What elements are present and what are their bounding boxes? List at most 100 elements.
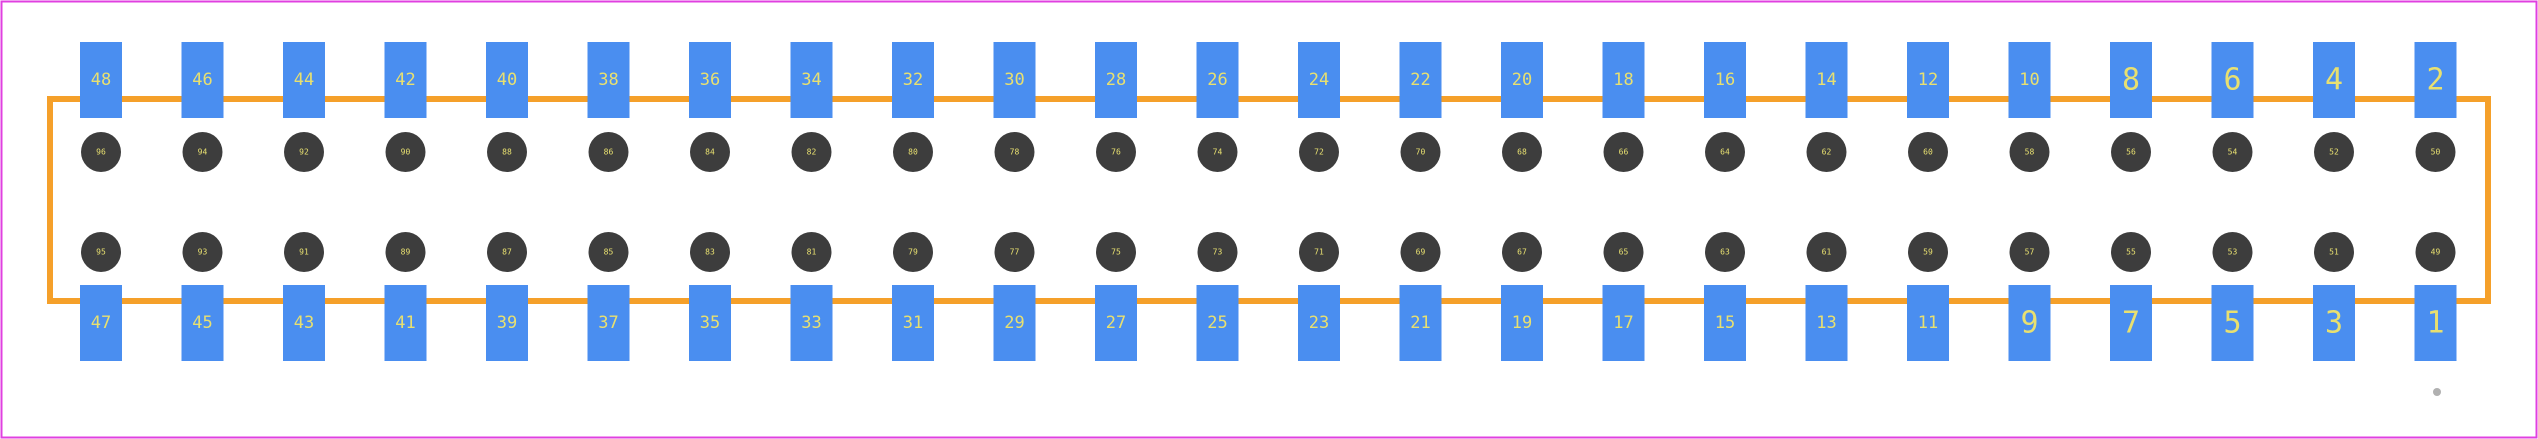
pin1-marker — [2433, 388, 2441, 396]
hole-label: 68 — [1517, 148, 1527, 157]
pad-label: 48 — [91, 70, 111, 90]
hole-61: 61 — [1806, 232, 1847, 272]
pad-22: 22 — [1399, 42, 1442, 118]
pad-rect — [2414, 285, 2457, 361]
hole-circle — [182, 232, 223, 272]
hole-label: 52 — [2329, 148, 2339, 157]
pad-9: 9 — [2008, 285, 2051, 361]
pad-rect — [384, 285, 427, 361]
pad-5: 5 — [2211, 285, 2254, 361]
pad-18: 18 — [1602, 42, 1645, 118]
pad-label: 47 — [91, 313, 111, 333]
hole-label: 85 — [604, 248, 614, 257]
pad-rect — [1399, 42, 1442, 118]
hole-label: 89 — [401, 248, 411, 257]
hole-circle — [1908, 232, 1948, 272]
pad-label: 1 — [2426, 306, 2444, 341]
hole-circle — [1096, 232, 1136, 272]
hole-circle — [487, 232, 527, 272]
pad-label: 21 — [1410, 313, 1430, 333]
hole-circle — [2111, 132, 2151, 172]
pad-rect — [1704, 285, 1746, 361]
hole-circle — [2111, 232, 2151, 272]
hole-94: 94 — [182, 132, 223, 172]
pad-rect — [1501, 285, 1543, 361]
pad-30: 30 — [993, 42, 1036, 118]
pad-rect — [1095, 285, 1137, 361]
pad-label: 34 — [801, 70, 821, 90]
hole-label: 59 — [1923, 248, 1933, 257]
hole-label: 90 — [401, 148, 411, 157]
hole-66: 66 — [1603, 132, 1644, 172]
hole-label: 66 — [1619, 148, 1629, 157]
hole-circle — [791, 132, 832, 172]
hole-circle — [893, 132, 933, 172]
hole-label: 69 — [1416, 248, 1426, 257]
pad-rect — [181, 285, 224, 361]
hole-50: 50 — [2415, 132, 2456, 172]
component-outline — [47, 96, 2491, 304]
hole-circle — [1299, 132, 1339, 172]
hole-circle — [385, 132, 426, 172]
pad-rect — [486, 42, 528, 118]
pad-label: 2 — [2426, 63, 2444, 98]
pad-label: 38 — [598, 70, 618, 90]
hole-label: 87 — [502, 248, 512, 257]
pad-34: 34 — [790, 42, 833, 118]
hole-56: 56 — [2111, 132, 2151, 172]
pad-label: 27 — [1106, 313, 1126, 333]
hole-52: 52 — [2314, 132, 2354, 172]
hole-label: 72 — [1314, 148, 1324, 157]
hole-circle — [588, 132, 629, 172]
hole-label: 88 — [502, 148, 512, 157]
pad-label: 39 — [497, 313, 517, 333]
pad-15: 15 — [1704, 285, 1746, 361]
pad-13: 13 — [1805, 285, 1848, 361]
pad-label: 41 — [395, 313, 415, 333]
hole-72: 72 — [1299, 132, 1339, 172]
pad-28: 28 — [1095, 42, 1137, 118]
hole-circle — [2009, 232, 2050, 272]
pad-rect — [1298, 285, 1340, 361]
pad-35: 35 — [689, 285, 731, 361]
pad-rect — [2313, 42, 2355, 118]
hole-51: 51 — [2314, 232, 2354, 272]
hole-81: 81 — [791, 232, 832, 272]
hole-93: 93 — [182, 232, 223, 272]
hole-label: 50 — [2431, 148, 2441, 157]
hole-label: 92 — [299, 148, 309, 157]
hole-circle — [1502, 232, 1542, 272]
pad-7: 7 — [2110, 285, 2152, 361]
pad-label: 10 — [2019, 70, 2039, 90]
pad-rect — [689, 42, 731, 118]
hole-79: 79 — [893, 232, 933, 272]
pad-label: 6 — [2223, 63, 2241, 98]
pad-29: 29 — [993, 285, 1036, 361]
pad-label: 19 — [1512, 313, 1532, 333]
pad-label: 24 — [1309, 70, 1329, 90]
pad-label: 35 — [700, 313, 720, 333]
pad-label: 13 — [1816, 313, 1836, 333]
pad-label: 30 — [1004, 70, 1024, 90]
pad-10: 10 — [2008, 42, 2051, 118]
hole-label: 63 — [1720, 248, 1730, 257]
pad-label: 17 — [1613, 313, 1633, 333]
hole-76: 76 — [1096, 132, 1136, 172]
hole-87: 87 — [487, 232, 527, 272]
hole-53: 53 — [2212, 232, 2253, 272]
hole-63: 63 — [1705, 232, 1745, 272]
hole-60: 60 — [1908, 132, 1948, 172]
hole-label: 94 — [198, 148, 208, 157]
pad-40: 40 — [486, 42, 528, 118]
hole-circle — [1908, 132, 1948, 172]
hole-65: 65 — [1603, 232, 1644, 272]
pad-33: 33 — [790, 285, 833, 361]
pad-43: 43 — [283, 285, 325, 361]
pad-label: 28 — [1106, 70, 1126, 90]
pad-rect — [1704, 42, 1746, 118]
pad-45: 45 — [181, 285, 224, 361]
pad-16: 16 — [1704, 42, 1746, 118]
pad-label: 14 — [1816, 70, 1836, 90]
hole-circle — [1400, 132, 1441, 172]
